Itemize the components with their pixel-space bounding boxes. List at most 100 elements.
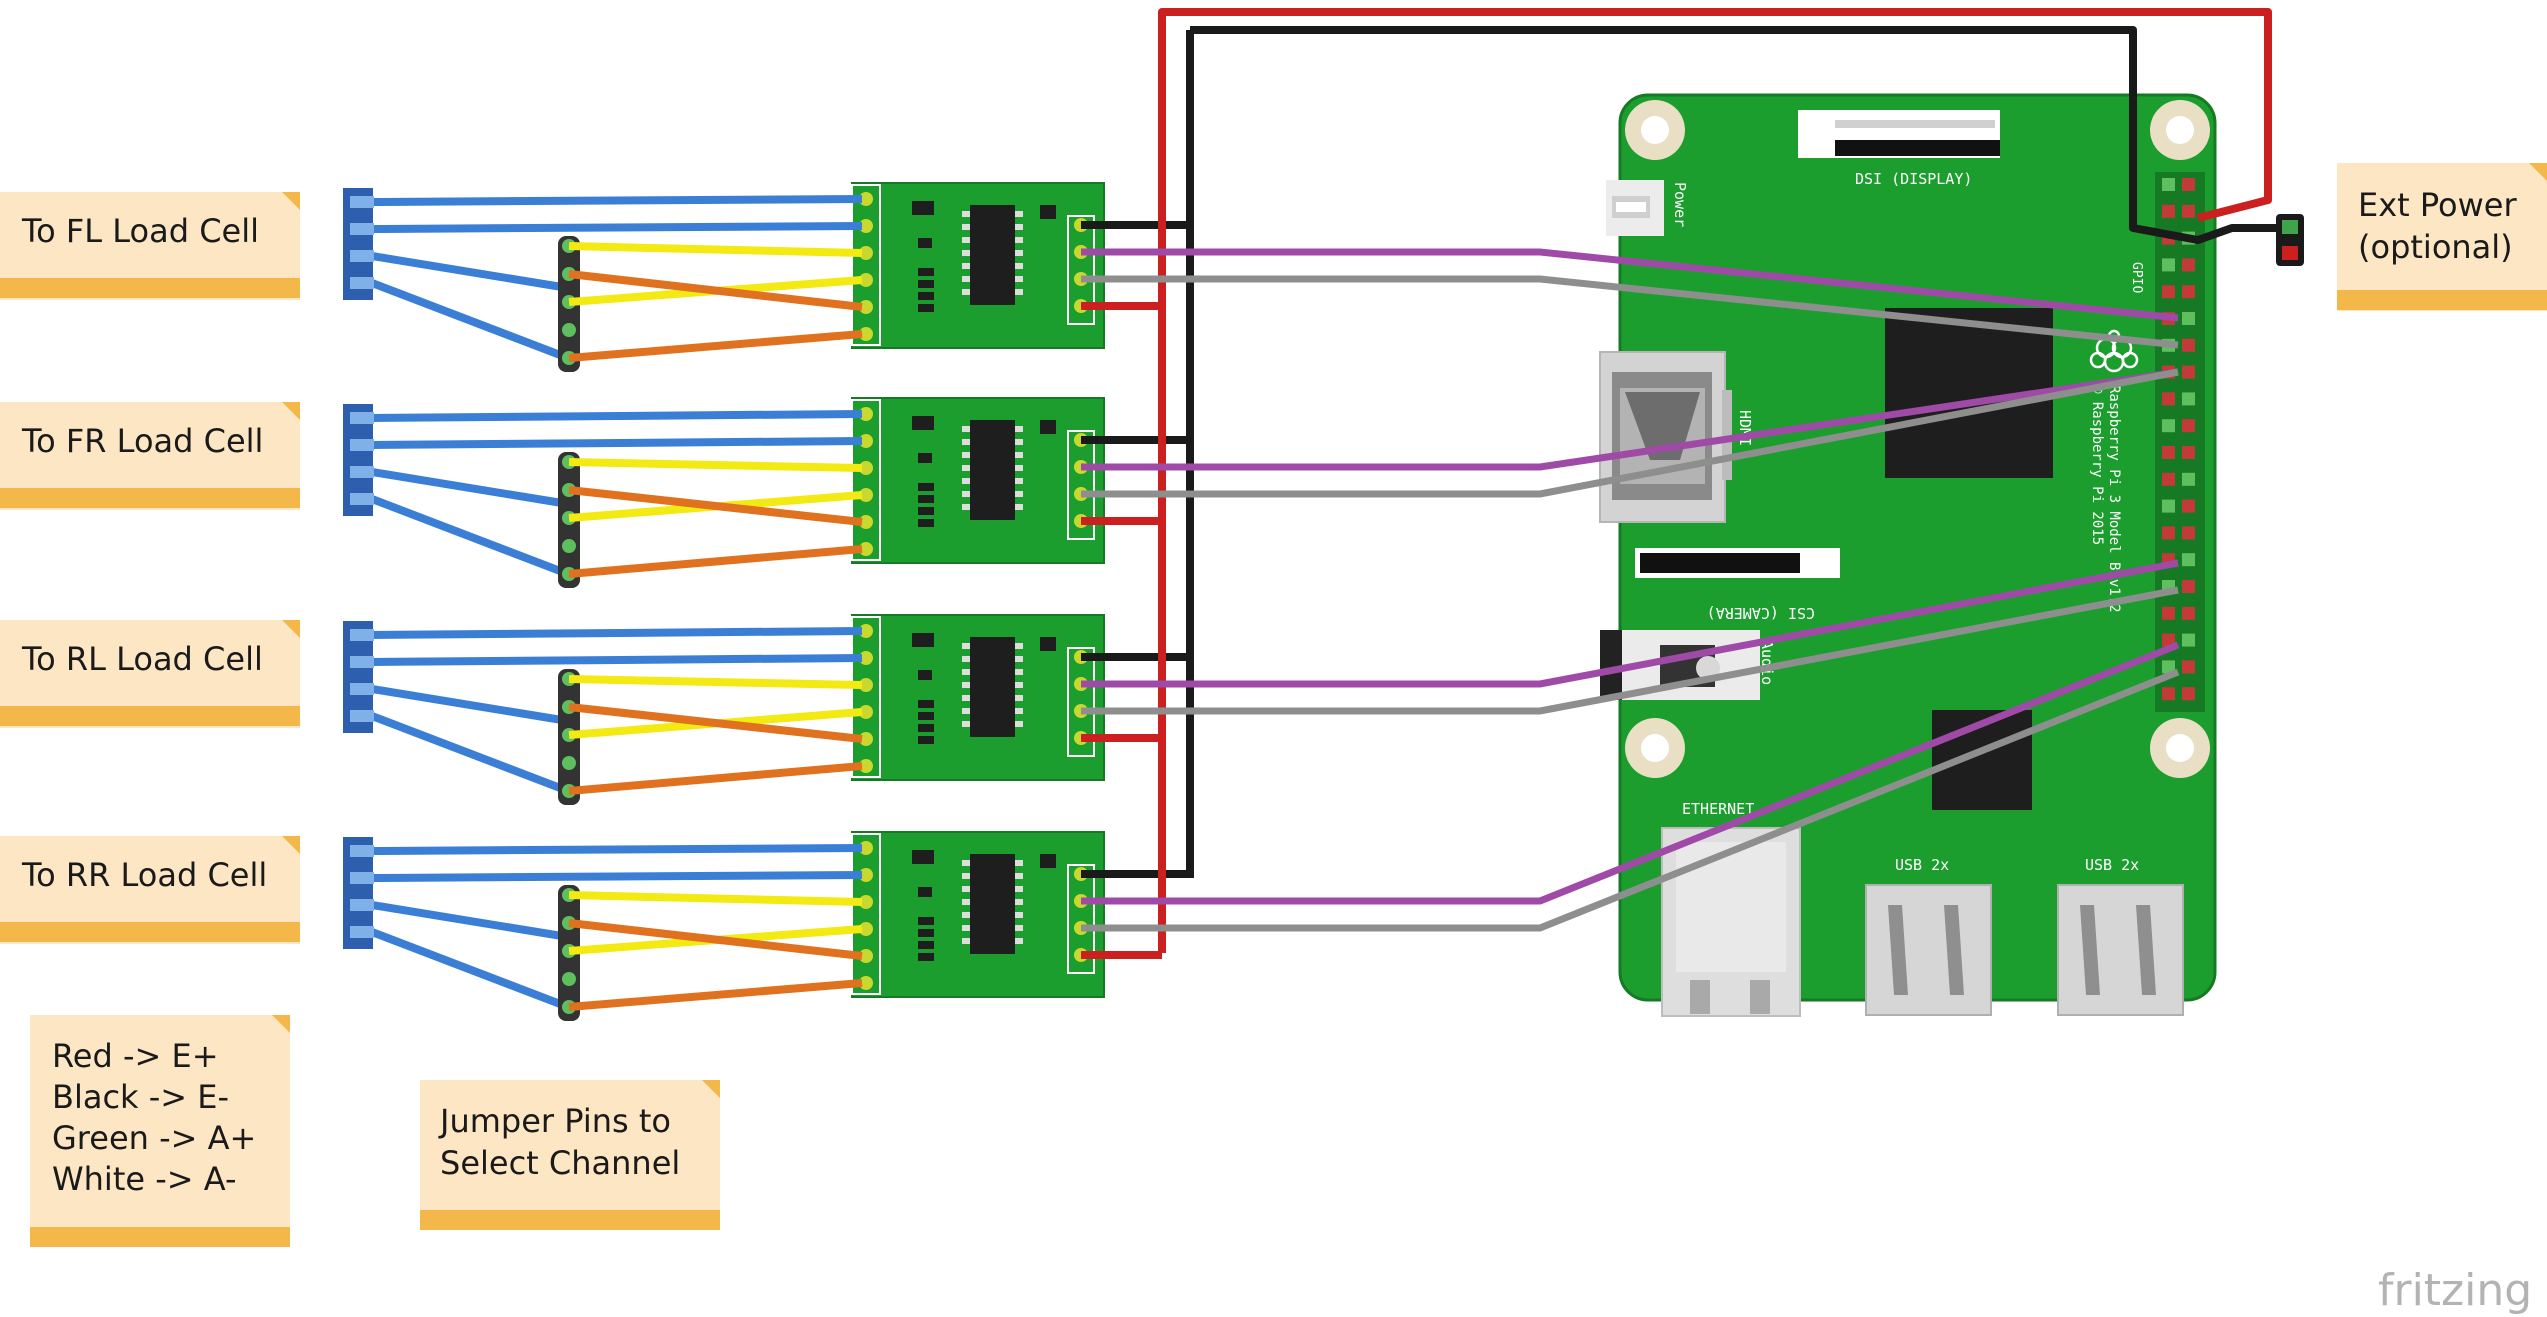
purple-data-wire — [1081, 248, 2179, 322]
orange-wire — [568, 979, 863, 1011]
terminal-screw — [350, 899, 374, 911]
pad — [859, 434, 873, 448]
pad — [859, 868, 873, 882]
orange-wire — [568, 919, 863, 960]
dsi-connector — [1798, 110, 2000, 158]
terminal-screw — [350, 656, 374, 668]
terminal-screw — [350, 926, 374, 938]
blue-wire — [371, 901, 569, 941]
pad — [859, 488, 873, 502]
mounting-hole — [2150, 100, 2210, 160]
pad — [859, 624, 873, 638]
pad — [859, 841, 873, 855]
terminal-screw — [350, 223, 374, 235]
gpio-pin — [2182, 633, 2195, 647]
blue-wire — [371, 844, 863, 855]
pad — [859, 461, 873, 475]
terminal-screw — [350, 277, 374, 289]
pad — [859, 705, 873, 719]
gpio-pin — [2182, 204, 2195, 218]
orange-wire — [568, 486, 863, 526]
pad — [859, 759, 873, 773]
gpio-pin — [2162, 392, 2175, 406]
gpio-pin — [2182, 446, 2195, 459]
pad — [859, 246, 873, 260]
note-rl: To RL Load Cell — [0, 620, 300, 728]
gpio-pin — [2182, 606, 2195, 620]
yellow-wire — [568, 458, 863, 472]
gpio-label: GPIO — [2129, 262, 2144, 293]
copyright-label: © Raspberry Pi 2015 — [2089, 385, 2105, 545]
gpio-pin — [2162, 472, 2175, 486]
legend-white: White -> A- — [52, 1160, 236, 1198]
gpio-pin — [2182, 660, 2195, 674]
purple-data-wire — [1081, 368, 2179, 471]
pad — [859, 192, 873, 206]
gpio-pin — [2162, 285, 2175, 299]
power-label: Power — [1671, 182, 1689, 227]
mounting-hole — [1625, 718, 1685, 778]
usb-port-2 — [2057, 884, 2184, 1016]
terminal-screw — [350, 250, 374, 262]
gpio-pin — [2182, 392, 2195, 406]
hx711-chip — [970, 420, 1015, 520]
gpio-pin — [2162, 178, 2175, 191]
audio-label: Audio — [1758, 640, 1776, 685]
blue-wire — [371, 627, 863, 639]
hdmi-port — [1599, 351, 1732, 523]
note-fr: To FR Load Cell — [0, 402, 300, 510]
orange-wire — [568, 270, 863, 311]
usb-port-1 — [1865, 884, 1992, 1016]
raspberry-logo — [2089, 329, 2139, 373]
gpio-pin — [2182, 687, 2195, 701]
note-color-legend: Red -> E+ Black -> E- Green -> A+ White … — [30, 1015, 290, 1247]
gpio-pin — [2182, 285, 2195, 299]
blue-wire — [371, 410, 863, 422]
orange-wire — [568, 703, 863, 743]
jumper-pin — [562, 756, 576, 770]
hx711-chip — [970, 854, 1015, 954]
note-fl-text: To FL Load Cell — [21, 212, 259, 250]
usb-label-1: USB 2x — [1895, 856, 1949, 874]
blue-wire — [371, 468, 569, 508]
note-fr-text: To FR Load Cell — [21, 422, 263, 460]
gpio-pin — [2162, 633, 2175, 647]
pad — [859, 976, 873, 990]
fritzing-brand: fritzing — [2378, 1265, 2532, 1316]
note-jumper-line1: Jumper Pins to — [438, 1102, 671, 1140]
note-rl-text: To RL Load Cell — [21, 640, 263, 678]
blue-wire — [371, 252, 569, 292]
power-bus — [1158, 8, 2304, 953]
csi-label: CSI (CAMERA) — [1707, 604, 1815, 622]
terminal-screw — [350, 683, 374, 695]
terminal-screw — [350, 412, 374, 424]
gray-clock-wire — [1081, 586, 2179, 715]
orange-wire — [568, 545, 863, 578]
yellow-wire — [568, 675, 863, 689]
note-ext-power: Ext Power (optional) — [2337, 163, 2547, 311]
blue-wire — [371, 195, 863, 206]
jumper-pin — [562, 972, 576, 986]
gray-clock-wire — [1081, 668, 2180, 932]
terminal-screw — [350, 629, 374, 641]
purple-data-wire — [1081, 641, 2180, 905]
gpio-pin — [2162, 419, 2175, 433]
pad — [859, 732, 873, 746]
terminal-screw — [350, 196, 374, 208]
hx711-chip — [970, 637, 1015, 737]
blue-wire — [371, 222, 863, 233]
gpio-pin — [2162, 499, 2175, 513]
pad — [859, 542, 873, 556]
gpio-pin — [2162, 258, 2175, 272]
load-cell-input-wiring — [343, 621, 1190, 805]
pad — [859, 922, 873, 936]
note-ext-power-line2: (optional) — [2358, 228, 2513, 266]
legend-green: Green -> A+ — [52, 1119, 256, 1157]
hx711-module — [851, 182, 1105, 349]
gpio-pin — [2182, 472, 2195, 486]
hx711-module — [851, 397, 1105, 564]
yellow-wire — [568, 242, 863, 257]
gpio-pin — [2182, 499, 2195, 513]
gpio-header — [2155, 172, 2205, 712]
